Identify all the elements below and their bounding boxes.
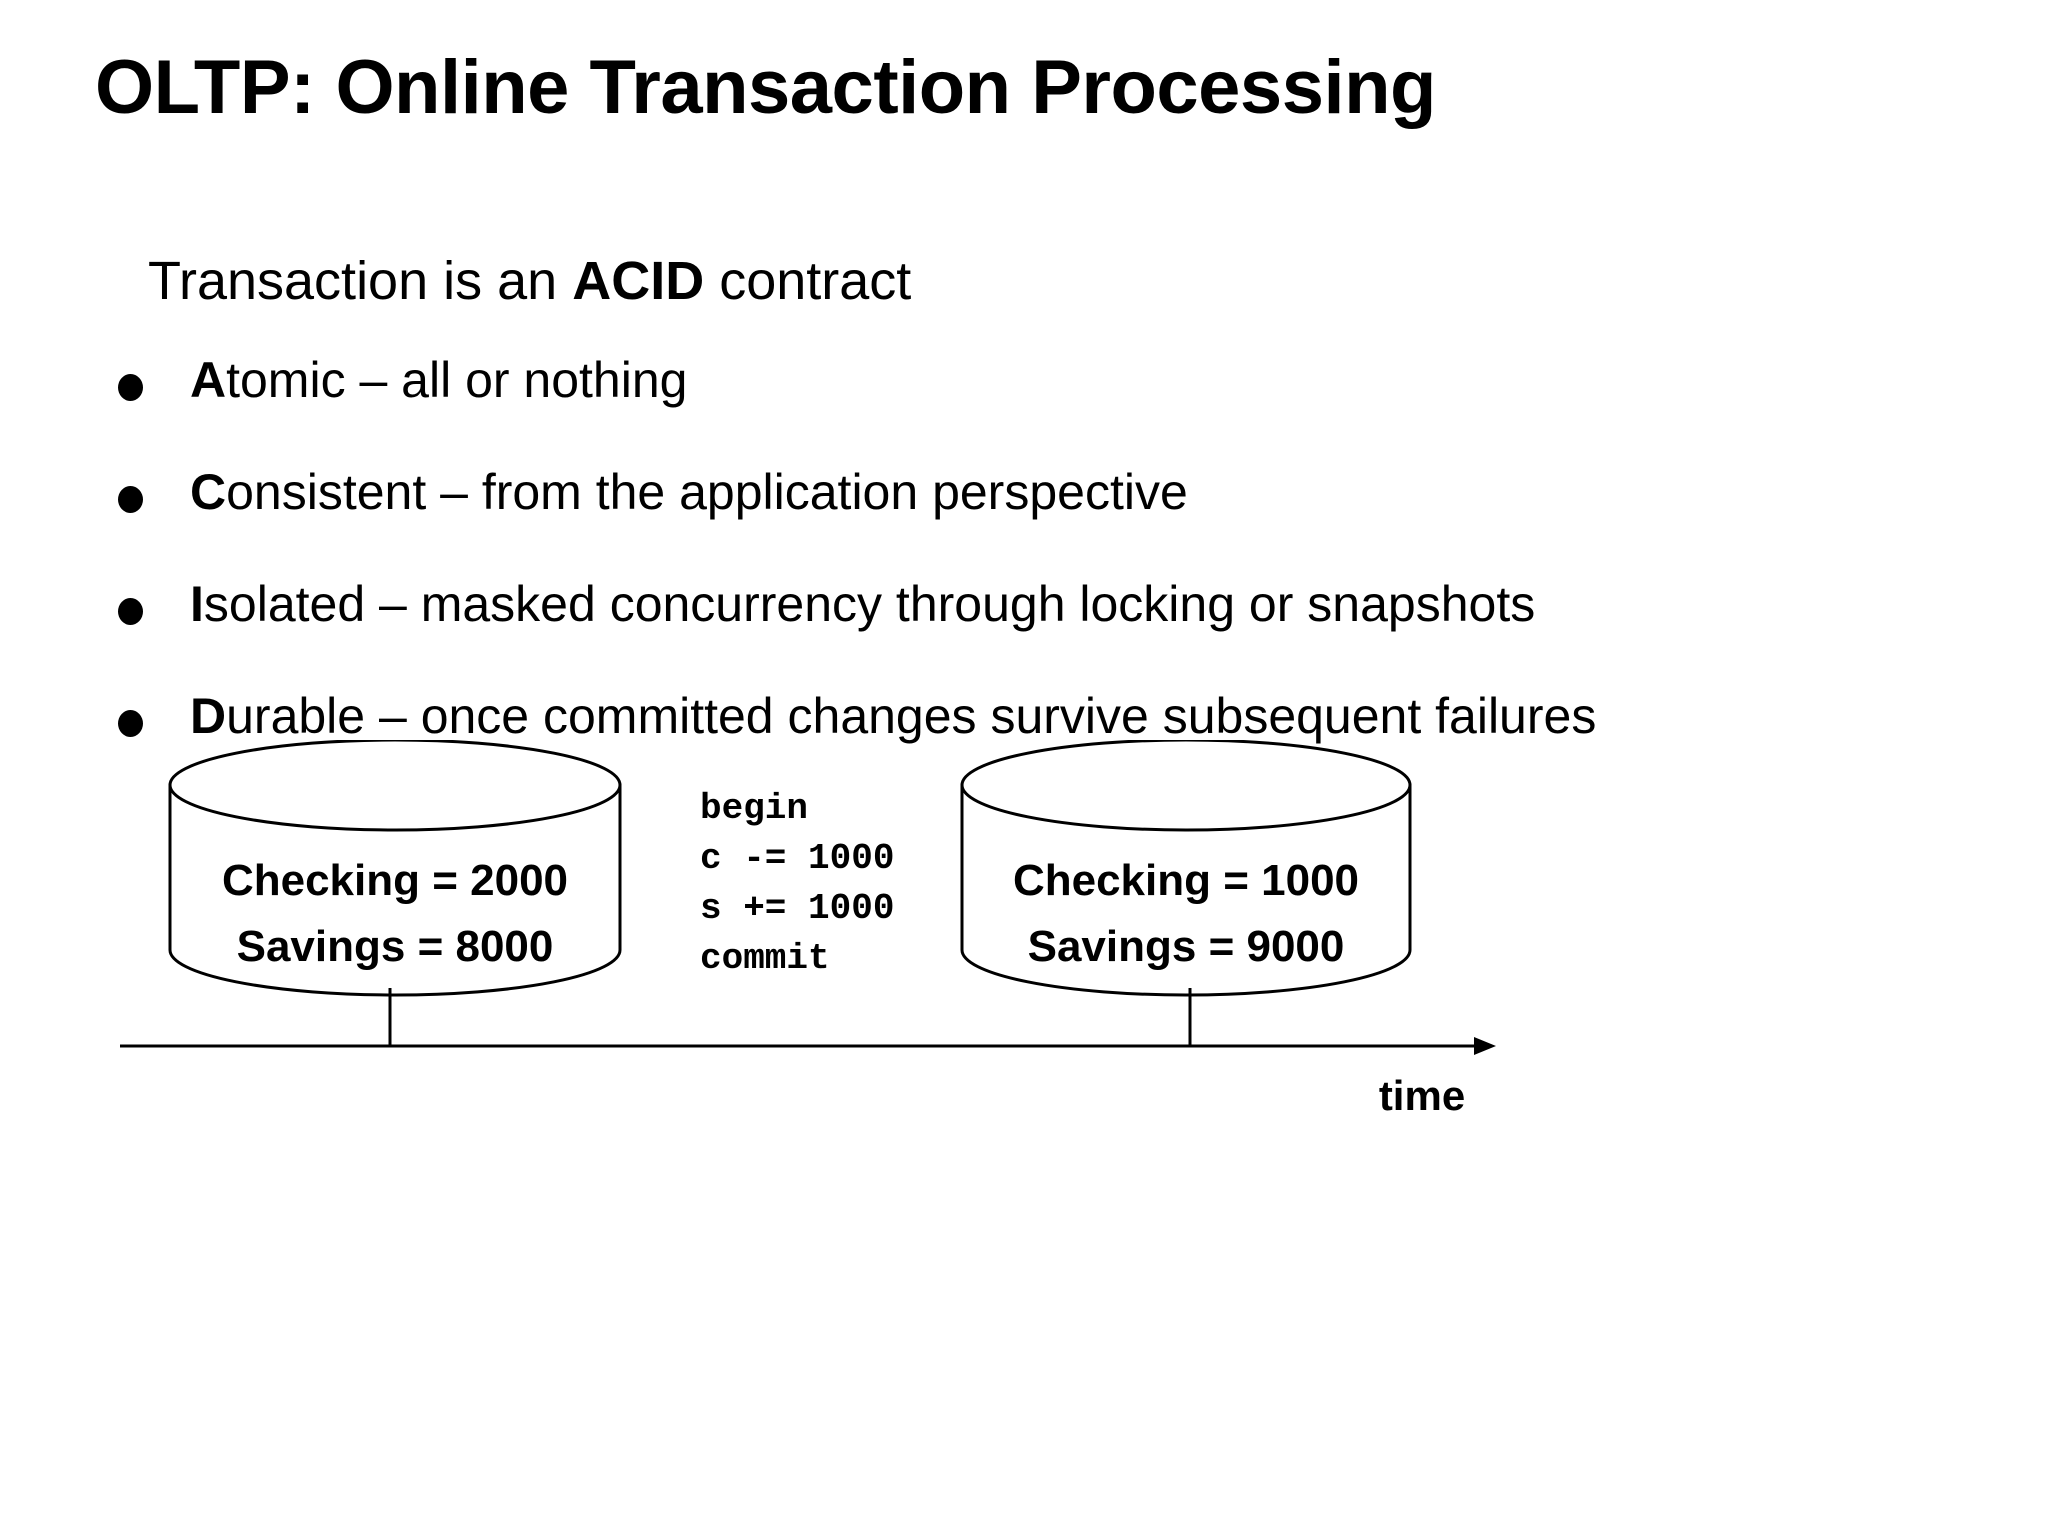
subtitle-before: Transaction is an: [148, 251, 573, 311]
left-db-savings-label: Savings = 8000: [237, 922, 554, 971]
subtitle-acid: ACID: [572, 251, 705, 311]
code-line-savings-credit: s += 1000: [700, 888, 894, 929]
transaction-timeline-diagram: Checking = 2000 Savings = 8000 begin c -…: [0, 740, 2048, 1160]
list-item: Durable – once committed changes survive…: [118, 688, 1948, 800]
time-axis-arrow-icon: [1474, 1037, 1496, 1055]
code-line-begin: begin: [700, 788, 808, 829]
bullet-dot-icon: [118, 486, 143, 513]
bullet-dot-icon: [118, 710, 143, 737]
right-db-savings-label: Savings = 9000: [1028, 922, 1345, 971]
time-axis-label: time: [1379, 1072, 1465, 1119]
time-axis: time: [120, 1037, 1496, 1119]
list-item-lead: A: [190, 352, 227, 408]
code-line-checking-debit: c -= 1000: [700, 838, 894, 879]
bullet-dot-icon: [118, 598, 143, 625]
list-item-text: Durable – once committed changes survive…: [190, 688, 1596, 746]
list-item-text: Consistent – from the application perspe…: [190, 464, 1188, 522]
list-item-lead: D: [190, 688, 227, 744]
left-db-checking-label: Checking = 2000: [222, 856, 568, 905]
list-item: Atomic – all or nothing: [118, 352, 1948, 464]
right-cylinder-body: [960, 783, 1412, 997]
transaction-code-block: begin c -= 1000 s += 1000 commit: [700, 788, 894, 979]
right-database-cylinder: Checking = 1000 Savings = 9000: [960, 740, 1412, 997]
list-item-rest: solated – masked concurrency through loc…: [203, 576, 1536, 632]
left-cylinder-body: [168, 783, 622, 997]
list-item-rest: tomic – all or nothing: [226, 352, 688, 408]
subtitle: Transaction is an ACID contract: [148, 251, 912, 311]
list-item-lead: C: [190, 464, 227, 520]
list-item-rest: onsistent – from the application perspec…: [226, 464, 1188, 520]
list-item: Isolated – masked concurrency through lo…: [118, 576, 1948, 688]
acid-bullet-list: Atomic – all or nothing Consistent – fro…: [118, 352, 1948, 800]
list-item-text: Isolated – masked concurrency through lo…: [190, 576, 1535, 634]
left-cylinder-top: [168, 740, 622, 832]
right-cylinder-top: [960, 740, 1412, 832]
list-item-text: Atomic – all or nothing: [190, 352, 687, 410]
right-db-checking-label: Checking = 1000: [1013, 856, 1359, 905]
subtitle-after: contract: [704, 251, 912, 311]
list-item-rest: urable – once committed changes survive …: [226, 688, 1597, 744]
page-title: OLTP: Online Transaction Processing: [95, 45, 1436, 130]
left-database-cylinder: Checking = 2000 Savings = 8000: [168, 740, 622, 997]
bullet-dot-icon: [118, 374, 143, 401]
list-item-lead: I: [190, 576, 204, 632]
code-line-commit: commit: [700, 938, 830, 979]
list-item: Consistent – from the application perspe…: [118, 464, 1948, 576]
